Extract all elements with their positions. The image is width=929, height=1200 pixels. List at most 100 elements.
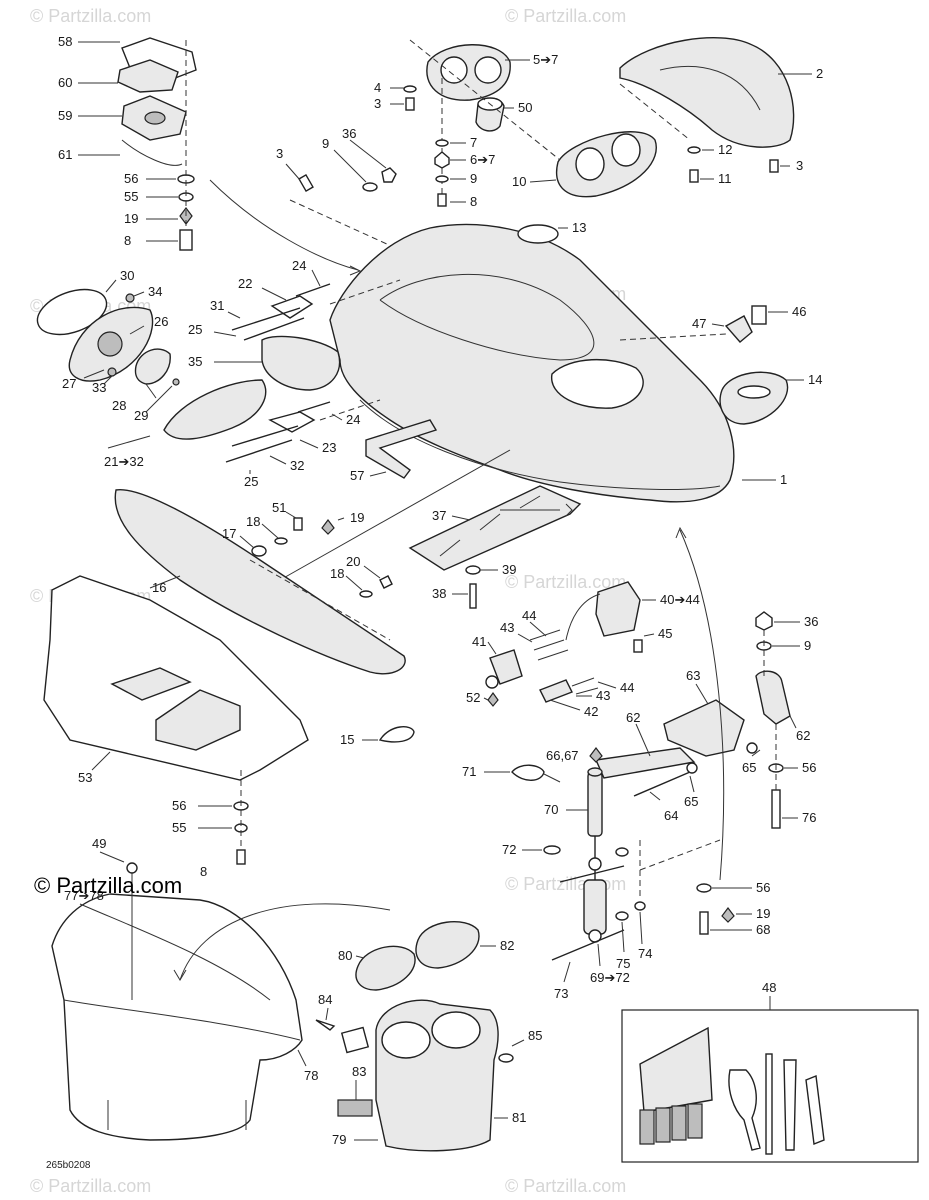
label-25: 25 [244, 474, 258, 489]
label-12: 12 [718, 142, 732, 157]
part-4-washer [403, 85, 417, 93]
label-65: 65 [742, 760, 756, 775]
part-group-storage-bin: 49 77➔78 78 © Partzilla.com [34, 836, 391, 1141]
part-8-bolt [236, 849, 246, 865]
part-group-panels: 16 53 56 55 8 [43, 489, 406, 879]
leader-line [597, 681, 617, 689]
part-70-spring [587, 771, 603, 837]
part-19-drop [321, 519, 335, 535]
part-34-screw [125, 293, 135, 303]
part-26-center [97, 331, 123, 357]
leader-line [751, 749, 761, 757]
leader-line [337, 517, 345, 521]
part-74-washer [615, 847, 629, 857]
part-31-rod [243, 317, 305, 341]
label-27: 27 [62, 376, 76, 391]
part-18-washer [274, 537, 288, 545]
leader-line [285, 511, 297, 519]
leader-line [689, 775, 695, 793]
part-17-grommet [251, 545, 267, 557]
part-1-cockpit [379, 273, 595, 361]
flow-arrow [209, 179, 359, 271]
watermark-text: © Partzilla.com [30, 1176, 151, 1196]
part-28-housing [134, 348, 171, 385]
part-74-nut [634, 901, 646, 911]
part-46-switch [751, 305, 767, 325]
leader-line [483, 697, 489, 701]
assembly-line [639, 839, 721, 871]
part-15-tie [378, 726, 415, 743]
label-75: 75 [616, 956, 630, 971]
part-16-panel [114, 489, 406, 675]
part-group-fasteners-right: 56 19 68 [696, 880, 770, 937]
leader-line [639, 911, 643, 945]
label-56: 56 [172, 798, 186, 813]
leader-line [213, 331, 237, 337]
label-24: 24 [346, 412, 360, 427]
leader-line [149, 575, 181, 589]
part-group-hood-screws: 3 9 36 [276, 126, 401, 251]
leader-line [511, 1039, 525, 1047]
leader-line [285, 163, 301, 181]
label-65: 65 [684, 794, 698, 809]
label-34: 34 [148, 284, 162, 299]
label-72: 72 [502, 842, 516, 857]
label-28: 28 [112, 398, 126, 413]
part-42-connector [539, 679, 573, 703]
part-43-terminals [571, 677, 599, 695]
label-33: 33 [92, 380, 106, 395]
label-50: 50 [518, 100, 532, 115]
label-40-44: 40➔44 [660, 592, 700, 607]
part-37-ribs [439, 495, 541, 557]
part-group-fasteners-mid: 51 18 19 17 20 18 [222, 500, 393, 641]
label-70: 70 [544, 802, 558, 817]
part-56-washer [696, 883, 712, 893]
label-2: 2 [816, 66, 823, 81]
part-group-tie: 15 [340, 726, 415, 747]
part-2-contour [659, 65, 761, 111]
label-56: 56 [802, 760, 816, 775]
label-49: 49 [92, 836, 106, 851]
label-55: 55 [124, 189, 138, 204]
part-52-drop [487, 691, 499, 707]
label-44: 44 [522, 608, 536, 623]
label-31: 31 [210, 298, 224, 313]
part-22-bracket [270, 295, 314, 319]
label-17: 17 [222, 526, 236, 541]
part-69-shock-body [583, 879, 607, 935]
part-group-gauge-bezel: 4 3 5➔7 50 7 6➔7 9 8 10 [374, 39, 657, 209]
part-2-windshield [619, 37, 795, 148]
part-3-screw [298, 173, 314, 193]
leader-line [597, 943, 601, 967]
leader-line [129, 325, 145, 335]
label-18: 18 [330, 566, 344, 581]
label-52: 52 [466, 690, 480, 705]
leader-line [451, 515, 471, 521]
leader-line [369, 471, 387, 477]
tool-screwdriver [765, 1053, 773, 1155]
leader-line [145, 383, 157, 399]
part-68-bolt [699, 911, 709, 935]
leader-line [563, 961, 571, 983]
part-36-nut [381, 167, 397, 183]
part-group-shock: 71 70 72 73 69➔72 75 74 [462, 764, 721, 1001]
leader-line [549, 699, 581, 711]
tool-pliers [728, 1069, 761, 1151]
part-3-screw [405, 97, 415, 111]
label-19: 19 [124, 211, 138, 226]
assembly-line [319, 399, 381, 421]
diagram-code: 265b0208 [46, 1160, 91, 1171]
label-77-78: 77➔78 [64, 888, 104, 903]
label-26: 26 [154, 314, 168, 329]
part-8-bolt [437, 193, 447, 207]
label-22: 22 [238, 276, 252, 291]
label-19: 19 [350, 510, 364, 525]
label-41: 41 [472, 634, 486, 649]
leader-line [269, 455, 287, 465]
label-53: 53 [78, 770, 92, 785]
leader-line [789, 715, 797, 729]
label-55: 55 [172, 820, 186, 835]
part-33-bulb [107, 367, 117, 377]
leader-line [649, 791, 661, 801]
label-16: 16 [152, 580, 166, 595]
